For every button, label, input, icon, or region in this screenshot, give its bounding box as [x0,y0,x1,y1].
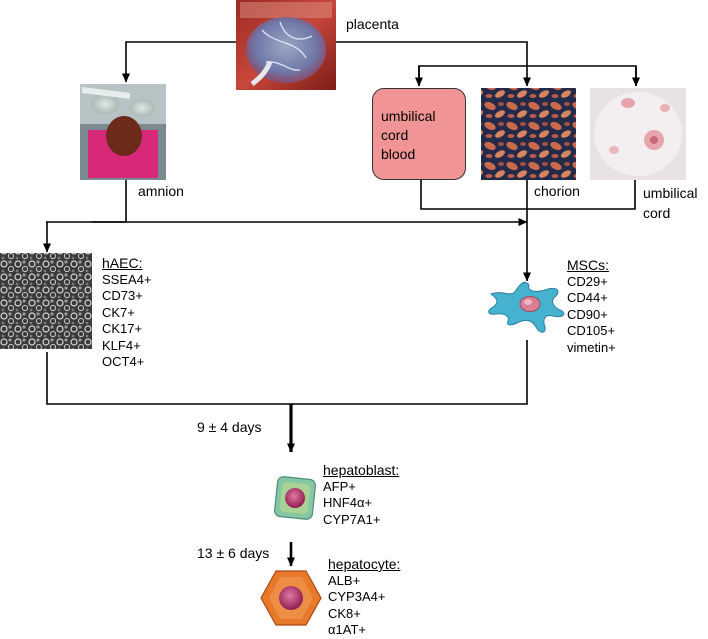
haec-marker: SSEA4+ [102,271,152,287]
hepatoblast-marker: HNF4α+ [323,495,373,510]
msc-marker: vimetin+ [567,339,616,355]
ucb-label-line-2: cord [381,127,409,143]
hepatocyte-marker: α1AT+ [328,622,366,637]
msc-cell-icon [488,281,565,333]
haec-marker: CD73+ [102,288,143,303]
msc-marker: CD44+ [567,290,608,305]
chorion-label: chorion [534,183,580,199]
hepatoblast-cell-icon [274,476,316,520]
ucb-label-line-3: blood [381,146,416,162]
umbilical-cord-label-line-2: cord [643,205,671,221]
hepatocyte-marker-list: hepatocyte: ALB+ CYP3A4+ CK8+ α1AT+ [328,556,400,639]
hepatoblast-marker-list: hepatoblast: AFP+ HNF4α+ CYP7A1+ [323,462,399,528]
haec-title: hAEC: [102,255,143,271]
hepatocyte-marker: CK8+ [328,605,361,621]
haec-marker: CK7+ [102,304,135,320]
haec-marker: KLF4+ [102,337,141,353]
haec-marker: CK17+ [102,321,143,336]
placenta-photo [236,0,336,90]
msc-marker: CD29+ [567,273,608,289]
ucb-label-line-1: umbilical [381,108,436,124]
connector-lines [43,41,640,405]
msc-marker: CD90+ [567,306,608,322]
haec-micrograph [0,253,92,349]
hepatocyte-marker: CYP3A4+ [328,589,386,604]
haec-marker-list: hAEC: SSEA4+ CD73+ CK7+ CK17+ KLF4+ OCT4… [102,255,152,371]
msc-marker: CD105+ [567,323,616,338]
hepatocyte-marker: ALB+ [328,572,361,588]
umbilical-cord-label: umbilical cord [643,183,697,223]
msc-marker-list: MSCs: CD29+ CD44+ CD90+ CD105+ vimetin+ [567,257,616,356]
duration-to-hepatoblast: 9 ± 4 days [197,419,262,435]
placenta-label: placenta [346,16,399,32]
hepatocyte-cell-icon [260,570,322,626]
msc-title: MSCs: [567,257,609,273]
amnion-photo [80,84,166,180]
hepatocyte-title: hepatocyte: [328,556,401,572]
amnion-label: amnion [138,183,184,199]
umbilical-cord-blood-box: umbilical cord blood [372,88,466,180]
chorion-photo [481,88,576,180]
umbilical-cord-photo [590,88,686,180]
hepatoblast-marker: CYP7A1+ [323,511,381,527]
hepatoblast-title: hepatoblast: [323,462,400,478]
duration-to-hepatocyte: 13 ± 6 days [197,545,270,561]
umbilical-cord-label-line-1: umbilical [643,185,698,201]
haec-marker: OCT4+ [102,354,145,369]
hepatoblast-marker: AFP+ [323,478,356,494]
